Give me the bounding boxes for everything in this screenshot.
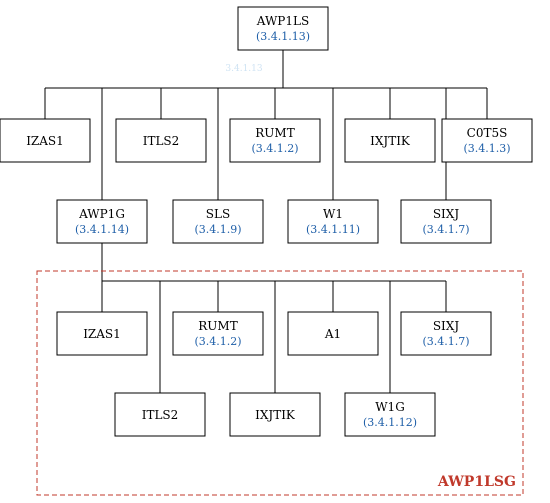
node-level1-4-name: C0T5S [467, 126, 508, 140]
node-level2-0-code: (3.4.1.14) [75, 223, 129, 236]
node-group-upper-1-code: (3.4.1.2) [194, 335, 241, 348]
node-group-lower-0-name: ITLS2 [142, 408, 179, 422]
node-root: AWP1LS (3.4.1.13) [237, 6, 329, 51]
node-level2-2-name: W1 [323, 207, 343, 221]
node-level2-2-code: (3.4.1.11) [306, 223, 360, 236]
node-level2-2-box [287, 199, 379, 244]
node-level2-3-box [400, 199, 492, 244]
node-level1-3-box [344, 118, 436, 163]
node-level1-2: RUMT (3.4.1.2) [229, 118, 321, 163]
node-level2-2: W1 (3.4.1.11) [287, 199, 379, 244]
node-group-upper-3-code: (3.4.1.7) [422, 335, 469, 348]
connectors [44, 50, 488, 393]
node-level1-4: C0T5S (3.4.1.3) [441, 118, 533, 163]
node-group-upper-1-name: RUMT [198, 319, 237, 333]
node-level2-3-name: SIXJ [433, 207, 460, 221]
node-level2-0-name: AWP1G [78, 207, 125, 221]
node-level1-3: IXJTIK [344, 118, 436, 163]
node-level2-0: AWP1G (3.4.1.14) [56, 199, 148, 244]
node-level2-3: SIXJ (3.4.1.7) [400, 199, 492, 244]
node-root-name: AWP1LS [256, 14, 309, 28]
node-group-upper-3-name: SIXJ [433, 319, 460, 333]
node-group-upper-3-box [400, 311, 492, 356]
node-level2-0-box [56, 199, 148, 244]
node-group-upper-0-box [56, 311, 148, 356]
node-group-upper-3: SIXJ (3.4.1.7) [400, 311, 492, 356]
node-group-lower-1-name: IXJTIK [255, 408, 296, 422]
watermark-text: 3.4.1.13 [225, 64, 262, 74]
node-level1-2-code: (3.4.1.2) [251, 142, 298, 155]
node-level1-0-name: IZAS1 [26, 134, 64, 148]
node-group-lower-0: ITLS2 [114, 392, 206, 437]
node-group-lower-2-name: W1G [375, 400, 405, 414]
node-group-lower-1-box [229, 392, 321, 437]
node-level2-1-name: SLS [206, 207, 230, 221]
node-level1-1: ITLS2 [115, 118, 207, 163]
node-group-lower-0-box [114, 392, 206, 437]
node-level1-0: IZAS1 [0, 118, 91, 163]
group-label: AWP1LSG [437, 474, 516, 490]
node-group-lower-1: IXJTIK [229, 392, 321, 437]
node-level2-3-code: (3.4.1.7) [422, 223, 469, 236]
node-level2-1-box [172, 199, 264, 244]
node-level1-2-name: RUMT [255, 126, 294, 140]
node-group-upper-1-box [172, 311, 264, 356]
node-root-box [237, 6, 329, 51]
node-group-lower-2: W1G (3.4.1.12) [344, 392, 436, 437]
node-level1-4-box [441, 118, 533, 163]
node-level1-2-box [229, 118, 321, 163]
node-level1-1-box [115, 118, 207, 163]
node-level1-0-box [0, 118, 91, 163]
node-level2-1: SLS (3.4.1.9) [172, 199, 264, 244]
node-level1-3-name: IXJTIK [370, 134, 411, 148]
node-level1-1-name: ITLS2 [143, 134, 180, 148]
node-group-upper-2-box [287, 311, 379, 356]
group-frame [36, 270, 524, 496]
node-group-upper-2: A1 [287, 311, 379, 356]
node-group-upper-1: RUMT (3.4.1.2) [172, 311, 264, 356]
node-group-lower-2-box [344, 392, 436, 437]
node-group-upper-0-name: IZAS1 [83, 327, 121, 341]
node-group-upper-2-name: A1 [324, 327, 341, 341]
node-group-upper-0: IZAS1 [56, 311, 148, 356]
node-level1-4-code: (3.4.1.3) [463, 142, 510, 155]
node-group-lower-2-code: (3.4.1.12) [363, 416, 417, 429]
node-root-code: (3.4.1.13) [256, 30, 310, 43]
node-level2-1-code: (3.4.1.9) [194, 223, 241, 236]
